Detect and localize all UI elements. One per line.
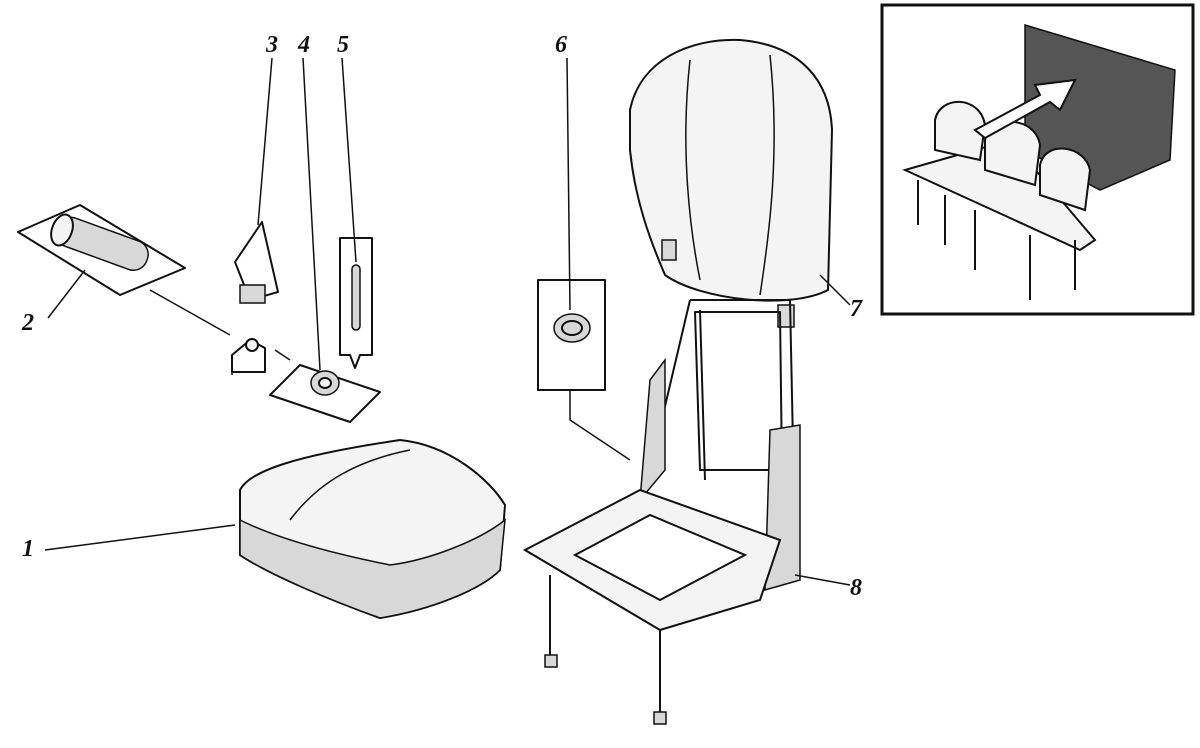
inset-seat-row [880,3,1195,316]
part-5-strip [339,237,373,369]
part-3-bracket [231,221,279,375]
part-7-backrest [629,38,851,328]
part-6-spring [537,57,631,461]
part-2-pin [17,204,231,336]
callout-6: 6 [555,32,567,58]
callout-7: 7 [850,296,862,322]
callout-5: 5 [337,32,349,58]
callout-2: 2 [22,310,34,336]
callout-3: 3 [266,32,278,58]
callout-1: 1 [22,536,34,562]
part-8-seat-frame [522,299,851,725]
callout-8: 8 [850,575,862,601]
part-1-seat-cushion [44,438,507,620]
part-4-washer [269,349,381,423]
callout-4: 4 [298,32,310,58]
